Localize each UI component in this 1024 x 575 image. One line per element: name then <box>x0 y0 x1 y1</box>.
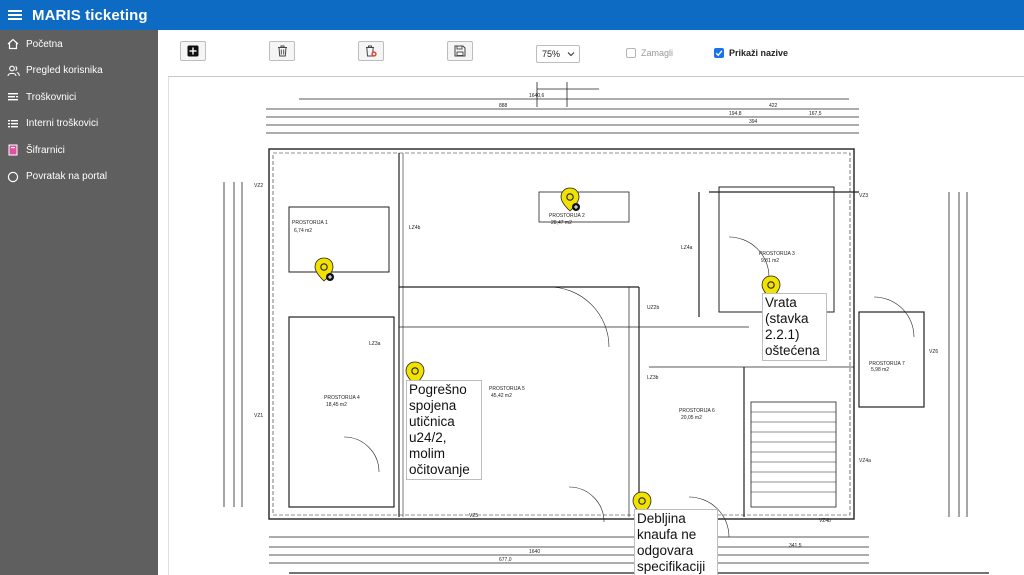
trash-icon <box>277 45 287 57</box>
sidebar-item-label: Povratak na portal <box>26 171 108 183</box>
save-icon <box>454 45 466 57</box>
floor-plan-drawing: PROSTORIJA 1 6,74 m2 PROSTORIJA 2 28,47 … <box>223 82 989 574</box>
checkbox-box <box>626 48 636 58</box>
sidebar-item-label: Troškovnici <box>26 91 77 103</box>
room-area: 45,42 m2 <box>491 393 512 399</box>
sidebar-item-label: Pregled korisnika <box>26 65 103 77</box>
sidebar-item-label: Početna <box>26 38 63 50</box>
wall-label: LZ3b <box>647 375 659 381</box>
room-area: 5,98 m2 <box>871 367 889 373</box>
sidebar-item-povratak-na-portal[interactable]: Povratak na portal <box>0 164 158 191</box>
blur-checkbox[interactable]: Zamagli <box>626 48 673 58</box>
sidebar-item-pocetna[interactable]: Početna <box>0 31 158 58</box>
trash-clear-icon <box>366 45 377 57</box>
annotation-note[interactable]: Debljina knaufa ne odgovara specifikacij… <box>634 509 718 575</box>
dimension-label: 1640,6 <box>529 93 545 99</box>
annotation-marker-add[interactable] <box>313 257 335 283</box>
add-button[interactable] <box>180 41 206 61</box>
room-area: 9,81 m2 <box>761 258 779 264</box>
room-label: PROSTORIJA 1 <box>292 220 328 226</box>
main-area: 75% Zamagli Prikaži nazive <box>158 30 1024 575</box>
list-icon <box>6 90 20 104</box>
wall-label: VZ4b <box>819 518 831 524</box>
dimension-label: 341,5 <box>789 543 802 549</box>
wall-label: LZ4a <box>681 245 693 251</box>
dimension-label: 394 <box>749 119 758 125</box>
delete-button[interactable] <box>269 41 295 61</box>
wall-label: VZ3 <box>859 193 868 199</box>
room-label: PROSTORIJA 3 <box>759 251 795 257</box>
show-names-label: Prikaži nazive <box>729 48 789 58</box>
dimension-label: 194,8 <box>729 111 742 117</box>
chevron-down-icon <box>567 52 575 57</box>
wall-label: UZ2b <box>647 305 659 311</box>
blur-label: Zamagli <box>641 48 674 58</box>
plus-icon <box>187 45 199 57</box>
circle-icon <box>6 170 20 184</box>
app-title: MARIS ticketing <box>32 6 148 24</box>
book-icon <box>6 143 20 157</box>
wall-label: VZ4a <box>859 458 871 464</box>
delete-all-button[interactable] <box>358 41 384 61</box>
check-icon <box>715 50 723 57</box>
zoom-value: 75% <box>542 49 561 59</box>
users-icon <box>6 64 20 78</box>
sidebar-item-sifrarnici[interactable]: Šifrarnici <box>0 137 158 164</box>
show-names-checkbox[interactable]: Prikaži nazive <box>714 48 788 58</box>
wall-label: VZ2 <box>254 183 263 189</box>
dimension-label: 422 <box>769 103 778 109</box>
floor-plan-canvas[interactable]: PROSTORIJA 1 6,74 m2 PROSTORIJA 2 28,47 … <box>168 77 1024 575</box>
room-area: 6,74 m2 <box>294 228 312 234</box>
top-bar: MARIS ticketing <box>0 0 1024 30</box>
room-label: PROSTORIJA 4 <box>324 395 360 401</box>
room-area: 18,45 m2 <box>326 402 347 408</box>
sidebar: Početna Pregled korisnika Troškovnici In… <box>0 30 158 575</box>
sidebar-item-label: Interni troškovici <box>26 118 99 130</box>
menu-icon[interactable] <box>2 0 28 30</box>
sidebar-item-pregled-korisnika[interactable]: Pregled korisnika <box>0 58 158 85</box>
dimension-label: 1640 <box>529 549 540 555</box>
wall-label: LZ4b <box>409 225 421 231</box>
save-button[interactable] <box>447 41 473 61</box>
room-area: 20,05 m2 <box>681 415 702 421</box>
room-label: PROSTORIJA 6 <box>679 408 715 414</box>
map-pin-add-icon <box>560 187 580 212</box>
room-label: PROSTORIJA 2 <box>549 213 585 219</box>
home-icon <box>6 37 20 51</box>
room-area: 28,47 m2 <box>551 220 572 226</box>
dimension-label: 677,0 <box>499 557 512 563</box>
sidebar-item-troskovnici[interactable]: Troškovnici <box>0 84 158 111</box>
annotation-note[interactable]: Pogrešno spojena utičnica u24/2, molim o… <box>406 380 482 480</box>
room-label: PROSTORIJA 5 <box>489 386 525 392</box>
zoom-select[interactable]: 75% <box>536 45 580 63</box>
annotation-note[interactable]: Vrata (stavka 2.2.1) oštećena <box>762 293 827 361</box>
wall-label: VZ6 <box>929 349 938 355</box>
wall-label: LZ3a <box>369 341 381 347</box>
dimension-label: 888 <box>499 103 508 109</box>
room-label: PROSTORIJA 7 <box>869 361 905 367</box>
wall-label: VZ1 <box>254 413 263 419</box>
list-alt-icon <box>6 117 20 131</box>
dimension-label: 167,5 <box>809 111 822 117</box>
wall-label: VZ5 <box>469 513 478 519</box>
annotation-marker-add[interactable] <box>559 187 581 213</box>
toolbar: 75% Zamagli Prikaži nazive <box>168 30 1024 77</box>
sidebar-item-interni-troskovici[interactable]: Interni troškovici <box>0 111 158 138</box>
sidebar-item-label: Šifrarnici <box>26 144 65 156</box>
checkbox-box <box>714 48 724 58</box>
map-pin-add-icon <box>314 257 334 282</box>
